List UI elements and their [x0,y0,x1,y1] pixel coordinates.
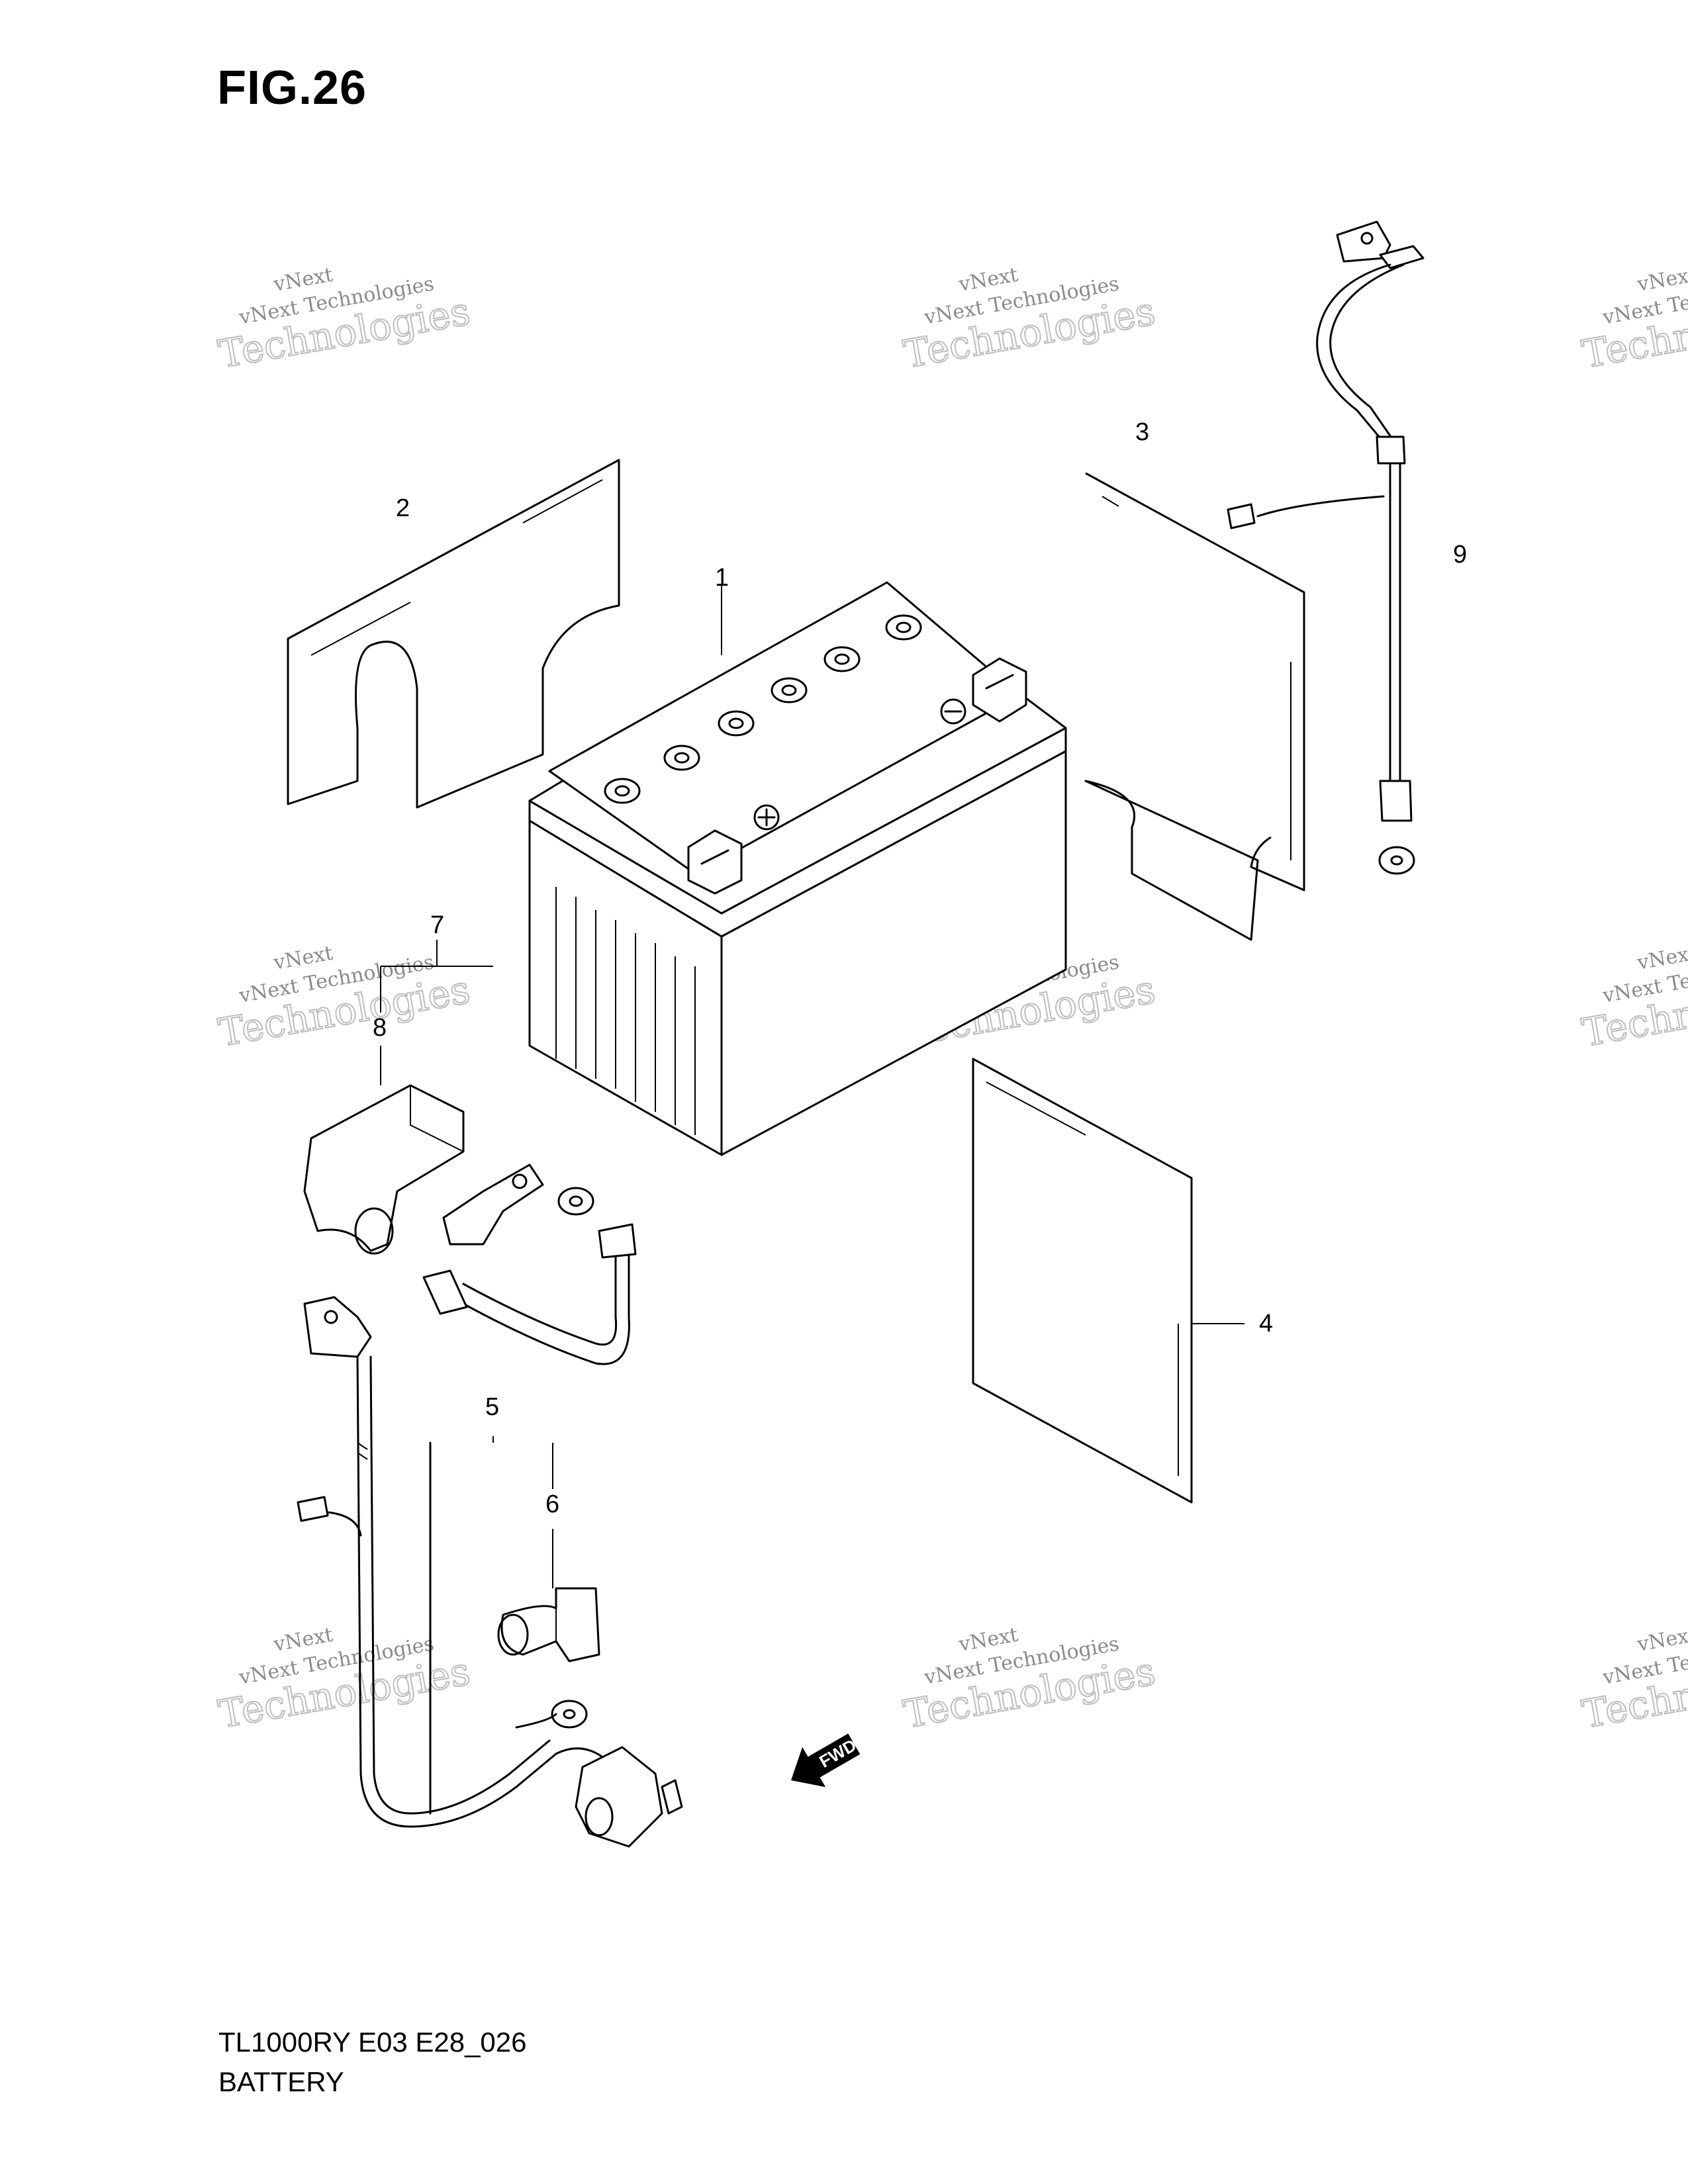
callout-9: 9 [1453,541,1467,569]
watermark-text: vNext [1635,942,1688,975]
watermark-text: vNext [1635,1623,1688,1657]
group-name: BATTERY [218,2066,344,2097]
callout-group: 1 2 3 4 5 6 7 8 9 [373,418,1467,1518]
callout-4: 4 [1259,1310,1273,1338]
fwd-arrow-icon: FWD [791,1733,861,1788]
part-6-terminal-boot [497,1587,600,1662]
callout-6: 6 [545,1490,559,1518]
part-4-battery-pad-bottom [972,1058,1193,1504]
callout-3: 3 [1135,418,1149,446]
part-8-terminal-cover [303,1084,465,1255]
leader-lines [380,586,1244,1588]
callout-8: 8 [373,1014,387,1042]
part-7-battery-cable [422,1163,637,1365]
part-9-battery-lead-wire [1227,220,1425,875]
part-5-wire-harness [297,1296,683,1848]
callout-1: 1 [715,564,729,592]
part-2-battery-pad-rear [287,459,620,809]
watermark-text: vNext [1635,263,1688,296]
figure-title: FIG.26 [217,62,367,114]
callout-5: 5 [485,1393,499,1421]
battery-vent-caps [604,614,922,804]
callout-7: 7 [430,911,444,939]
model-code: TL1000RY E03 E28_026 [218,2026,527,2058]
part-3-battery-pad-side [1084,472,1305,941]
callout-2: 2 [396,494,410,522]
part-1-battery [528,581,1067,1156]
